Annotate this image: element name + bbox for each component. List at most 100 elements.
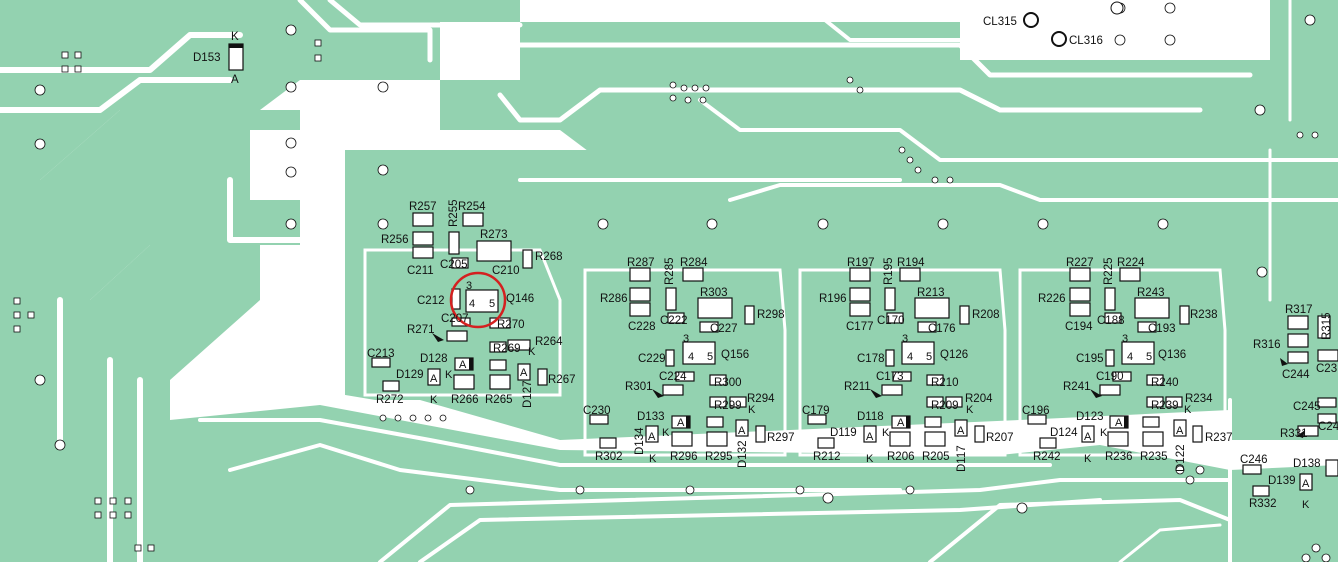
arrow-mark	[1297, 430, 1305, 438]
via	[1256, 266, 1268, 278]
via	[946, 176, 954, 184]
label-k-7: K	[866, 453, 874, 465]
label-d132: D132	[737, 441, 749, 469]
label-r240: R240	[1151, 377, 1179, 389]
r205b-pad	[924, 416, 942, 428]
label-a-5: A	[677, 417, 685, 429]
label-d123: D123	[1076, 411, 1104, 423]
label-d153-a: A	[231, 74, 239, 86]
label-r269: R269	[493, 343, 521, 355]
r294-pad	[729, 396, 747, 408]
label-d133: D133	[637, 411, 665, 423]
label-k-12: K	[1184, 404, 1192, 416]
via	[706, 218, 718, 230]
via	[285, 24, 297, 36]
r240-pad	[1146, 374, 1164, 386]
r296-pad	[671, 431, 693, 447]
via	[1175, 465, 1185, 475]
r207-pad	[974, 425, 985, 443]
r316-pad	[1287, 333, 1309, 348]
arrow-mark	[1090, 389, 1102, 398]
arrow-mark	[870, 389, 882, 398]
label-c227: C227	[710, 323, 738, 335]
copper-plane-left-power	[0, 110, 300, 300]
label-r300: R300	[714, 377, 742, 389]
label-c23x: C23	[1316, 363, 1337, 375]
label-r236: R236	[1105, 451, 1133, 463]
via	[1321, 553, 1331, 562]
label-r255: R255	[448, 200, 460, 228]
cl316-pad	[1051, 31, 1067, 47]
c188-pad	[1104, 312, 1122, 324]
via	[377, 164, 389, 176]
trace-gap-10	[1018, 0, 1252, 47]
via	[1195, 465, 1205, 475]
c230-pad	[589, 414, 609, 425]
label-c24x: C24	[1318, 421, 1338, 433]
r225-pad	[1104, 287, 1116, 311]
trace-gap-4	[327, 0, 523, 28]
via	[822, 492, 834, 504]
label-d153: D153	[193, 52, 221, 64]
label-d139: D139	[1268, 475, 1296, 487]
d138-body	[1325, 459, 1338, 477]
r237-pad	[1192, 425, 1203, 443]
via	[702, 84, 710, 92]
d119-body	[863, 425, 877, 443]
label-c177: C177	[846, 321, 874, 333]
r266-pad	[453, 374, 475, 390]
connector-pad	[134, 544, 142, 552]
r209-pad	[926, 396, 944, 408]
label-d153-k: K	[231, 31, 239, 43]
q156-body	[682, 341, 716, 365]
r205-pad	[924, 431, 946, 447]
label-k-11: K	[1100, 427, 1108, 439]
label-k-5: K	[662, 427, 670, 439]
label-cl316: CL316	[1069, 35, 1103, 47]
label-r205: R205	[922, 451, 950, 463]
label-r213: R213	[917, 287, 945, 299]
connector-pad	[27, 311, 35, 319]
label-c246: C246	[1240, 454, 1268, 466]
label-r302: R302	[595, 451, 623, 463]
connector-pad	[109, 511, 117, 519]
label-k-3: K	[528, 346, 536, 358]
trace-gap-15	[198, 418, 1052, 467]
via	[465, 485, 475, 495]
channel-area-4	[1018, 268, 1227, 457]
via	[285, 218, 297, 230]
label-r315: R315	[1321, 313, 1333, 341]
copper-plane-bottom-left	[0, 245, 260, 562]
label-q156: Q156	[721, 349, 749, 361]
trace-gap-17	[378, 478, 1232, 562]
label-c222: C222	[660, 315, 688, 327]
label-r227: R227	[1066, 257, 1094, 269]
r204-pad	[945, 396, 963, 408]
via	[1037, 218, 1049, 230]
label-r210: R210	[931, 377, 959, 389]
label-r284: R284	[680, 257, 708, 269]
diode-markings	[229, 44, 1305, 438]
label-r195: R195	[883, 258, 895, 286]
label-a-6: A	[738, 425, 746, 437]
d128-band	[469, 358, 473, 370]
label-a-11: A	[1115, 417, 1123, 429]
r300-pad	[709, 374, 727, 386]
label-r297: R297	[767, 432, 795, 444]
r196-pad	[849, 287, 871, 302]
channel-area-2	[583, 268, 787, 457]
c229-pad	[665, 349, 675, 367]
r227-pad	[1069, 267, 1091, 282]
label-r266: R266	[451, 394, 479, 406]
trace-gap-7	[497, 87, 1203, 123]
r265-pad	[489, 374, 511, 390]
label-k-4: K	[649, 453, 657, 465]
r255-pad	[448, 231, 460, 255]
label-r332: R332	[1249, 498, 1277, 510]
label-r226: R226	[1038, 293, 1066, 305]
via	[1311, 543, 1321, 553]
r243-pad	[1134, 297, 1170, 319]
r234-pad	[1165, 396, 1183, 408]
label-a-2: A	[459, 359, 467, 371]
r213-pad	[914, 297, 950, 319]
